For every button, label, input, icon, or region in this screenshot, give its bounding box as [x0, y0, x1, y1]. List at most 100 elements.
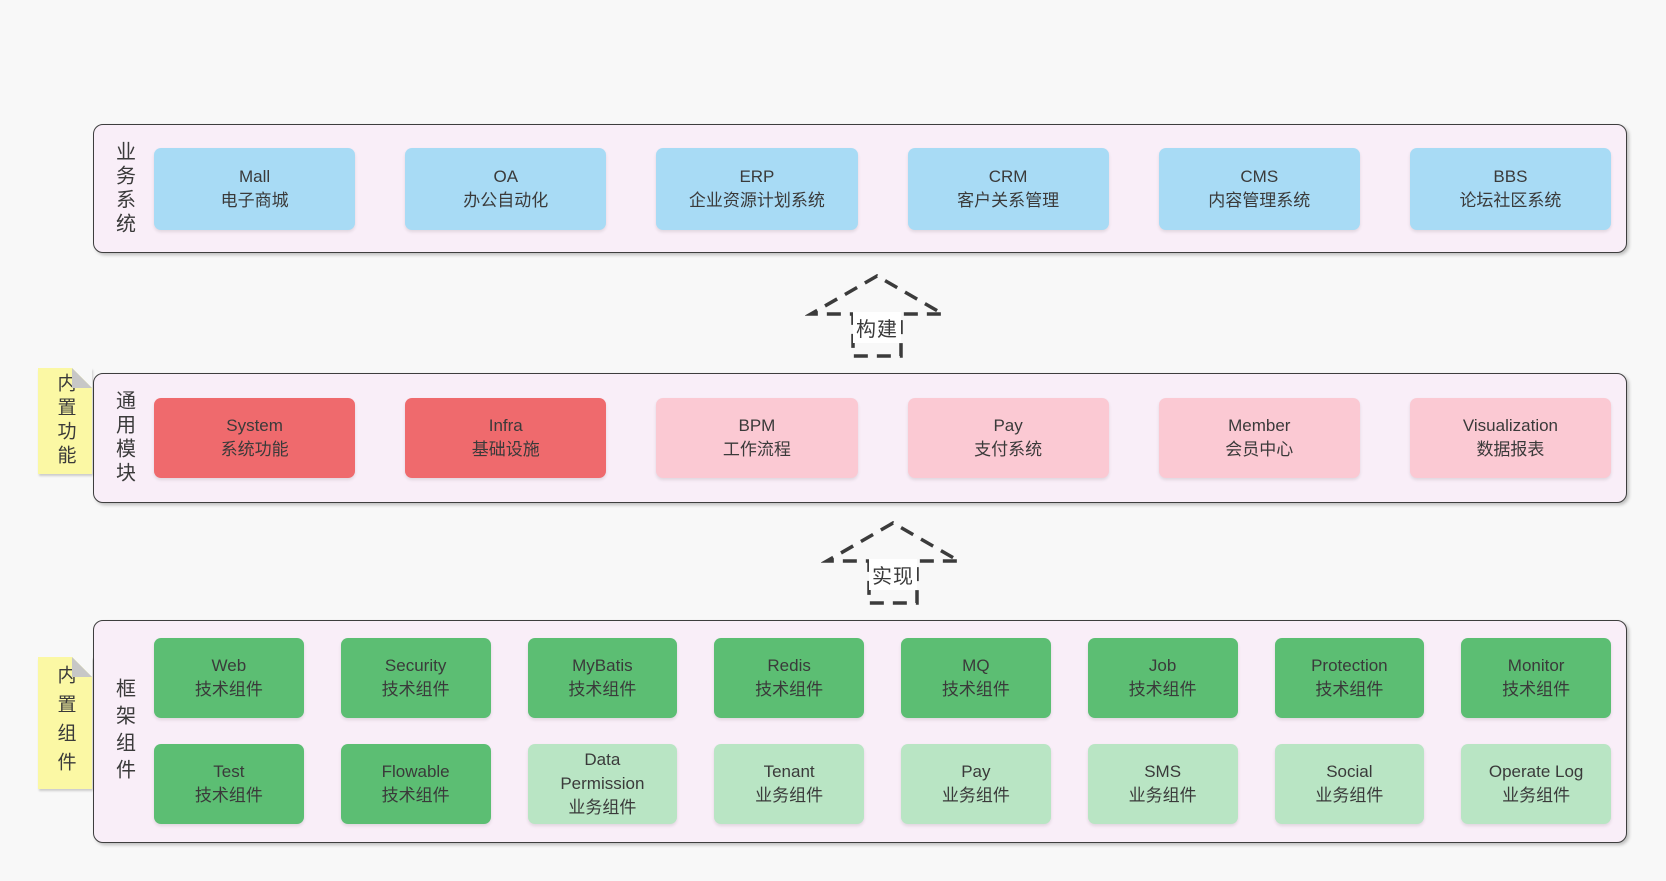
box-subtitle: 业务组件 [941, 786, 1010, 805]
box-system: System 系统功能 [154, 398, 356, 478]
box-subtitle: 电子商城 [220, 190, 289, 210]
box-subtitle: 技术组件 [194, 680, 263, 699]
box-mall: Mall 电子商城 [154, 147, 356, 230]
box-bbs: BBS 论坛社区系统 [1409, 147, 1612, 230]
box-erp: ERP 企业资源计划系统 [656, 147, 858, 230]
box-subtitle: 技术组件 [194, 786, 263, 805]
box-subtitle: 论坛社区系统 [1459, 190, 1562, 210]
up-arrow-icon [821, 520, 965, 605]
band-common-modules-label: 通用模块 [112, 390, 135, 486]
box-title: Job [1148, 656, 1177, 675]
box-title: MQ [962, 656, 990, 675]
biz-components-row: Test 技术组件 Flowable 技术组件 Data Permission … [154, 744, 1611, 824]
box-visualization: Visualization 数据报表 [1409, 398, 1612, 478]
box-data-permission: Data Permission 业务组件 [527, 744, 678, 824]
box-title: CRM [988, 166, 1028, 186]
box-subtitle: 办公自动化 [463, 190, 549, 210]
box-title: Visualization [1462, 416, 1559, 435]
band-common-modules: 通用模块 System 系统功能 Infra 基础设施 BPM 工作流程 Pay… [93, 373, 1627, 503]
box-title: BPM [738, 416, 776, 435]
box-job: Job 技术组件 [1087, 638, 1238, 718]
box-web: Web 技术组件 [154, 638, 304, 718]
box-title: Pay [961, 762, 991, 781]
box-mybatis: MyBatis 技术组件 [527, 638, 678, 718]
box-tenant: Tenant 业务组件 [714, 744, 864, 824]
box-subtitle: 技术组件 [381, 680, 450, 699]
box-subtitle: 支付系统 [974, 440, 1043, 459]
band-business-systems-label: 业务系统 [112, 140, 135, 237]
box-subtitle: 客户关系管理 [957, 190, 1060, 210]
box-social: Social 业务组件 [1274, 744, 1425, 824]
box-subtitle: 业务组件 [755, 786, 824, 805]
note-text: 内置功能 [54, 373, 76, 469]
box-bpm: BPM 工作流程 [656, 398, 858, 478]
band-framework-components-label: 框架组件 [112, 677, 135, 786]
folded-corner-icon [72, 657, 92, 677]
arrow-implement: 实现 [821, 519, 965, 607]
box-title: Mall [239, 166, 271, 186]
box-flowable: Flowable 技术组件 [340, 744, 491, 824]
box-title: CMS [1240, 166, 1279, 186]
box-title: Flowable [381, 762, 450, 781]
box-title: Data Permission [560, 750, 645, 793]
box-subtitle: 系统功能 [220, 440, 289, 459]
box-redis: Redis 技术组件 [714, 638, 864, 718]
up-arrow-icon [805, 273, 949, 358]
box-operate-log: Operate Log 业务组件 [1461, 744, 1611, 824]
box-subtitle: 技术组件 [381, 786, 450, 805]
box-title: System [226, 416, 283, 435]
arrow-implement-label: 实现 [869, 559, 917, 590]
box-title: Tenant [763, 762, 815, 781]
band-framework-components: 框架组件 Web 技术组件 Security 技术组件 MyBatis 技术组件… [93, 620, 1627, 843]
box-title: Test [213, 762, 245, 781]
business-systems-row: Mall 电子商城 OA 办公自动化 ERP 企业资源计划系统 CRM 客户关系… [154, 125, 1626, 252]
note-text: 内置组件 [54, 665, 76, 781]
box-title: Redis [767, 656, 811, 675]
box-subtitle: 技术组件 [1128, 680, 1197, 699]
box-title: Social [1326, 762, 1373, 781]
arrow-build-label: 构建 [853, 312, 901, 343]
box-pay-system: Pay 支付系统 [907, 398, 1109, 478]
box-subtitle: 技术组件 [1502, 680, 1571, 699]
common-modules-row: System 系统功能 Infra 基础设施 BPM 工作流程 Pay 支付系统… [154, 374, 1626, 502]
tech-components-row: Web 技术组件 Security 技术组件 MyBatis 技术组件 Redi… [154, 638, 1611, 718]
box-subtitle: 基础设施 [471, 440, 540, 459]
note-built-in-features: 内置功能 [38, 368, 92, 474]
box-title: SMS [1144, 762, 1182, 781]
box-title: Web [211, 656, 247, 675]
box-title: ERP [739, 166, 775, 186]
box-subtitle: 技术组件 [568, 680, 637, 699]
box-member: Member 会员中心 [1158, 398, 1360, 478]
box-subtitle: 数据报表 [1476, 440, 1545, 459]
box-title: Operate Log [1488, 762, 1584, 781]
box-title: Security [384, 656, 447, 675]
box-subtitle: 业务组件 [1128, 786, 1197, 805]
box-subtitle: 技术组件 [755, 680, 824, 699]
box-mq: MQ 技术组件 [901, 638, 1051, 718]
box-title: OA [493, 166, 519, 186]
box-subtitle: 业务组件 [1502, 786, 1571, 805]
box-title: Pay [993, 416, 1023, 435]
box-subtitle: 业务组件 [568, 798, 637, 817]
box-subtitle: 业务组件 [1315, 786, 1384, 805]
framework-components-rows: Web 技术组件 Security 技术组件 MyBatis 技术组件 Redi… [154, 621, 1626, 842]
box-oa: OA 办公自动化 [405, 147, 607, 230]
box-crm: CRM 客户关系管理 [907, 147, 1109, 230]
box-infra: Infra 基础设施 [405, 398, 607, 478]
box-title: Infra [488, 416, 523, 435]
box-title: Protection [1311, 656, 1388, 675]
band-business-systems: 业务系统 Mall 电子商城 OA 办公自动化 ERP 企业资源计划系统 CRM… [93, 124, 1627, 253]
box-title: BBS [1493, 166, 1528, 186]
box-protection: Protection 技术组件 [1274, 638, 1425, 718]
box-security: Security 技术组件 [340, 638, 491, 718]
folded-corner-icon [72, 368, 92, 388]
box-subtitle: 技术组件 [941, 680, 1010, 699]
box-title: Monitor [1507, 656, 1565, 675]
box-sms: SMS 业务组件 [1087, 744, 1238, 824]
box-subtitle: 会员中心 [1225, 440, 1294, 459]
box-monitor: Monitor 技术组件 [1461, 638, 1611, 718]
box-subtitle: 工作流程 [722, 440, 791, 459]
box-subtitle: 企业资源计划系统 [688, 190, 825, 210]
box-subtitle: 技术组件 [1315, 680, 1384, 699]
